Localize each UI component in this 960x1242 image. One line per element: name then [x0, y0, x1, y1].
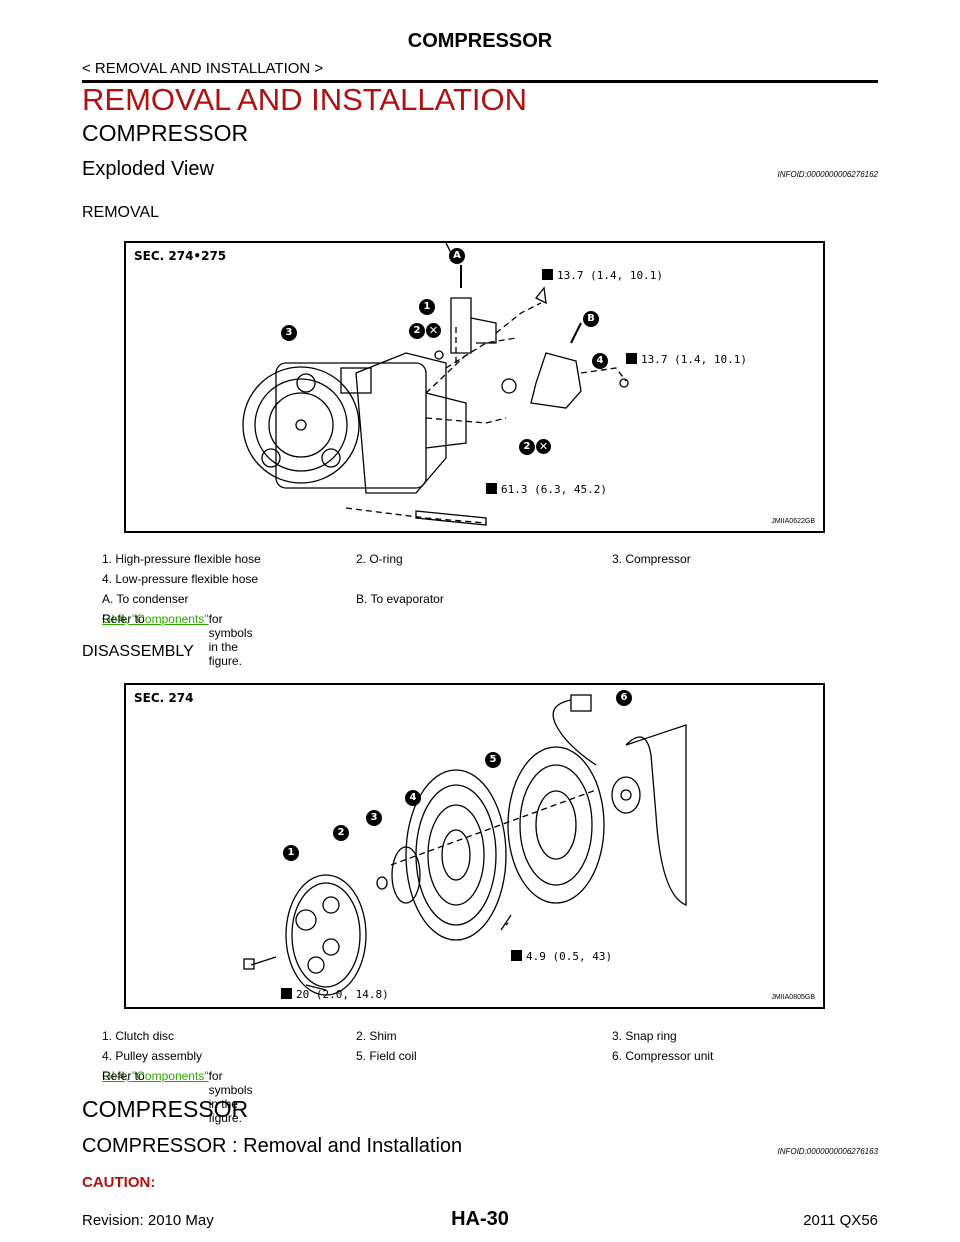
- callout-6: 6: [616, 690, 632, 706]
- legend-item: 3. Snap ring: [612, 1029, 677, 1043]
- header-rule: [82, 80, 878, 83]
- legend-item: 1. High-pressure flexible hose: [102, 552, 261, 566]
- refer-line: Refer to GI-4, "Components" for symbols …: [102, 612, 862, 668]
- torque-wrench-icon: [511, 950, 522, 961]
- refer-line: Refer to GI-4, "Components" for symbols …: [102, 1069, 862, 1125]
- legend-item: B. To evaporator: [356, 592, 444, 606]
- refer-text: for symbols in the figure.: [208, 1069, 253, 1125]
- disassembly-exploded-figure: SEC. 274: [124, 683, 825, 1009]
- torque-spec-bottom: 20 (2.0, 14.8): [281, 988, 389, 1001]
- legend-row: 4. Pulley assembly 5. Field coil 6. Comp…: [102, 1049, 862, 1069]
- torque-spec-middle: 13.7 (1.4, 10.1): [626, 353, 747, 366]
- removal-exploded-figure: SEC. 274•275: [124, 241, 825, 533]
- figure-code: JMIIA0622GB: [771, 518, 815, 525]
- compressor-heading: COMPRESSOR: [82, 1096, 249, 1122]
- model-text: 2011 QX56: [803, 1212, 878, 1229]
- legend-item: 2. O-ring: [356, 552, 403, 566]
- gi-4-components-link[interactable]: GI-4, "Components": [102, 612, 209, 626]
- callout-5: 5: [485, 752, 501, 768]
- replace-mark-icon: ✕: [536, 439, 551, 454]
- torque-wrench-icon: [281, 988, 292, 999]
- subsection-title: COMPRESSOR: [82, 120, 249, 146]
- exploded-view-title: Exploded View: [82, 158, 214, 180]
- removal-diagram-drawing: [242, 243, 629, 526]
- refer-text: for symbols in the figure.: [208, 612, 253, 668]
- legend-item: 2. Shim: [356, 1029, 397, 1043]
- figure-code: JMIIA0805GB: [771, 994, 815, 1001]
- gi-4-components-link[interactable]: GI-4, "Components": [102, 1069, 209, 1083]
- caution-label: CAUTION:: [82, 1174, 156, 1191]
- callout-3: 3: [281, 325, 297, 341]
- removal-legend: 1. High-pressure flexible hose 2. O-ring…: [102, 552, 862, 668]
- legend-item: A. To condenser: [102, 592, 189, 606]
- callout-3: 3: [366, 810, 382, 826]
- compressor-removal-title: COMPRESSOR : Removal and Installation: [82, 1135, 463, 1157]
- removal-heading: REMOVAL: [82, 204, 160, 221]
- page-number: HA-30: [451, 1208, 509, 1230]
- page-header-title: COMPRESSOR: [407, 30, 553, 52]
- legend-item: 6. Compressor unit: [612, 1049, 714, 1063]
- callout-4: 4: [405, 790, 421, 806]
- callout-a: A: [449, 248, 465, 264]
- section-title: REMOVAL AND INSTALLATION: [82, 82, 528, 117]
- torque-wrench-icon: [626, 353, 637, 364]
- refer-text: Refer to: [102, 1069, 145, 1083]
- callout-2-lower: 2: [519, 439, 535, 455]
- callout-4: 4: [592, 353, 608, 369]
- legend-item: 5. Field coil: [356, 1049, 417, 1063]
- torque-spec-middle: 4.9 (0.5, 43): [511, 950, 612, 963]
- legend-item: 3. Compressor: [612, 552, 691, 566]
- figure-section-label: SEC. 274•275: [134, 249, 227, 263]
- revision-text: Revision: 2010 May: [82, 1212, 214, 1229]
- breadcrumb: < REMOVAL AND INSTALLATION >: [82, 60, 324, 77]
- legend-item: 4. Pulley assembly: [102, 1049, 203, 1063]
- disassembly-heading: DISASSEMBLY: [82, 643, 194, 660]
- torque-wrench-icon: [542, 269, 553, 280]
- legend-item: 1. Clutch disc: [102, 1029, 175, 1043]
- legend-row: 1. Clutch disc 2. Shim 3. Snap ring: [102, 1029, 862, 1049]
- disassembly-diagram-drawing: [243, 694, 687, 996]
- figure-section-label: SEC. 274: [134, 691, 194, 705]
- callout-1: 1: [283, 845, 299, 861]
- torque-spec-bottom: 61.3 (6.3, 45.2): [486, 483, 607, 496]
- infoid-exploded-view: INFOID:0000000006276162: [777, 170, 878, 179]
- refer-text: Refer to: [102, 612, 145, 626]
- legend-row: A. To condenser B. To evaporator: [102, 592, 862, 612]
- callout-2: 2: [333, 825, 349, 841]
- torque-wrench-icon: [486, 483, 497, 494]
- legend-row: 4. Low-pressure flexible hose: [102, 572, 862, 592]
- torque-spec-top: 13.7 (1.4, 10.1): [542, 269, 663, 282]
- callout-1: 1: [419, 299, 435, 315]
- callout-2-upper: 2: [409, 323, 425, 339]
- legend-row: 1. High-pressure flexible hose 2. O-ring…: [102, 552, 862, 572]
- replace-mark-icon: ✕: [426, 323, 441, 338]
- disassembly-legend: 1. Clutch disc 2. Shim 3. Snap ring 4. P…: [102, 1029, 862, 1125]
- legend-item: 4. Low-pressure flexible hose: [102, 572, 259, 586]
- infoid-compressor: INFOID:0000000006276163: [777, 1147, 878, 1156]
- callout-b: B: [583, 311, 599, 327]
